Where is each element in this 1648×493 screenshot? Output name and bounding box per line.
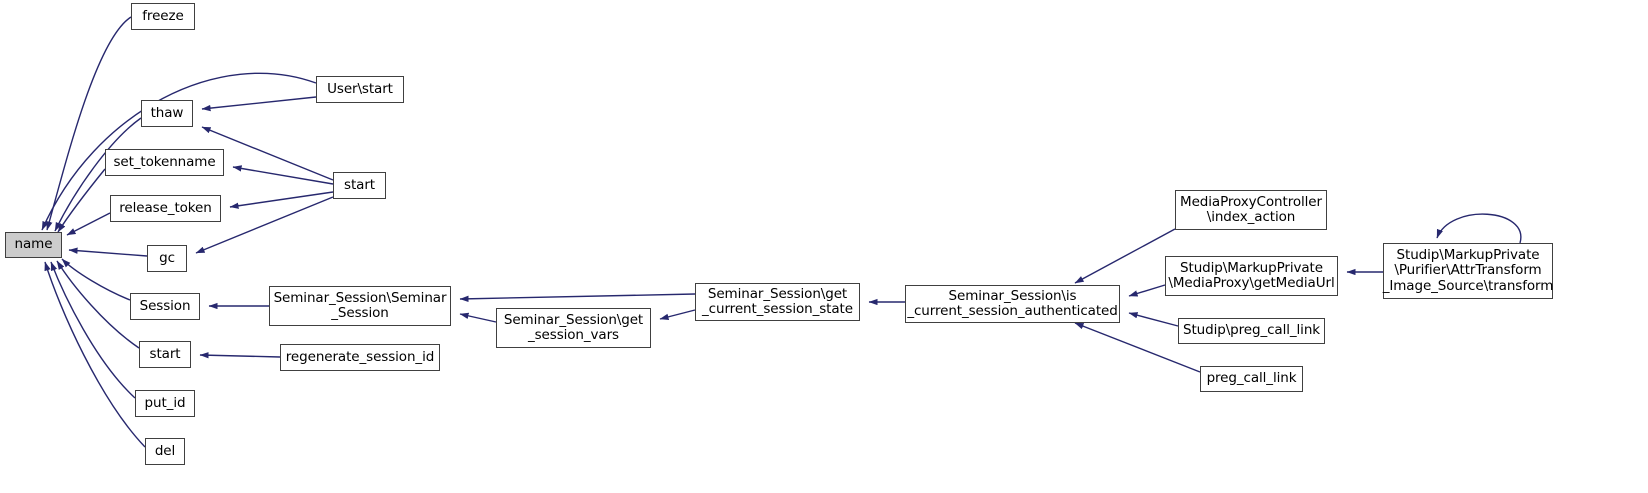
node-label: gc (159, 249, 175, 266)
node-label: Studip\MarkupPrivate \MediaProxy\getMedi… (1168, 259, 1335, 291)
edge-putid-name (50, 261, 136, 399)
edge-attrtransform-self (1436, 213, 1522, 244)
node-label: name (14, 236, 53, 253)
edge-releasetoken-name (66, 212, 111, 236)
node-regenerate-session-id[interactable]: regenerate_session_id (280, 344, 440, 371)
edge-session-name (61, 258, 131, 301)
node-start-upper[interactable]: start (333, 172, 386, 199)
node-set-tokenname[interactable]: set_tokenname (105, 149, 224, 176)
edge-getstate-getvars (659, 309, 696, 320)
node-label: Seminar_Session\get _session_vars (503, 311, 644, 343)
edge-mediaproxyctl-isauth (1074, 228, 1176, 284)
node-label: put_id (144, 394, 186, 411)
node-freeze[interactable]: freeze (131, 3, 195, 30)
node-label: set_tokenname (113, 153, 216, 170)
node-name[interactable]: name (5, 232, 62, 258)
edge-startlower-name (56, 260, 140, 349)
node-preg-call-link[interactable]: preg_call_link (1200, 366, 1303, 392)
edge-regen-startlower (199, 352, 281, 359)
node-label: release_token (119, 199, 212, 216)
node-studip-preg-call-link[interactable]: Studip\preg_call_link (1178, 318, 1325, 344)
edge-getstate-semctor (459, 293, 696, 303)
edge-start-settoken (232, 165, 334, 185)
node-seminar-session-constructor[interactable]: Seminar_Session\Seminar _Session (269, 286, 451, 326)
node-del[interactable]: del (145, 438, 185, 465)
node-label: Studip\MarkupPrivate \Purifier\AttrTrans… (1382, 246, 1554, 294)
node-attrtransform-image-source-transform[interactable]: Studip\MarkupPrivate \Purifier\AttrTrans… (1383, 243, 1553, 299)
node-user-start[interactable]: User\start (316, 76, 404, 103)
edge-start-releasetoken (229, 191, 334, 209)
node-label: Session (139, 297, 191, 314)
node-get-media-url[interactable]: Studip\MarkupPrivate \MediaProxy\getMedi… (1165, 256, 1338, 296)
node-label: Seminar_Session\Seminar _Session (273, 289, 447, 321)
node-get-session-vars[interactable]: Seminar_Session\get _session_vars (496, 308, 651, 348)
node-label: start (149, 345, 181, 362)
node-label: start (344, 176, 375, 193)
node-session[interactable]: Session (130, 293, 200, 320)
node-label: Seminar_Session\is _current_session_auth… (907, 287, 1118, 319)
node-thaw[interactable]: thaw (141, 100, 193, 127)
node-start-lower[interactable]: start (139, 341, 191, 368)
node-label: thaw (150, 104, 184, 121)
node-put-id[interactable]: put_id (135, 390, 195, 417)
node-gc[interactable]: gc (147, 245, 187, 272)
node-is-current-session-authenticated[interactable]: Seminar_Session\is _current_session_auth… (905, 285, 1120, 323)
node-label: Studip\preg_call_link (1182, 322, 1321, 339)
node-label: freeze (142, 7, 184, 24)
edge-getvars-semctor (459, 312, 497, 323)
node-label: Seminar_Session\get _current_session_sta… (702, 285, 853, 317)
node-label: User\start (327, 80, 393, 97)
edge-studippreg-isauth (1128, 312, 1179, 327)
edge-del-name (44, 261, 146, 448)
node-get-current-session-state[interactable]: Seminar_Session\get _current_session_sta… (695, 283, 860, 321)
edge-gc-name (68, 247, 148, 257)
edge-settoken-name (57, 168, 106, 233)
edge-userstart-thaw (201, 96, 317, 112)
node-label: regenerate_session_id (285, 348, 435, 365)
edge-getmediaurl-isauth (1128, 284, 1166, 297)
node-label: del (154, 442, 176, 459)
node-label: preg_call_link (1206, 370, 1297, 387)
node-mediaproxycontroller-index-action[interactable]: MediaProxyController \index_action (1175, 190, 1327, 230)
node-release-token[interactable]: release_token (110, 195, 221, 222)
node-label: MediaProxyController \index_action (1180, 193, 1322, 225)
